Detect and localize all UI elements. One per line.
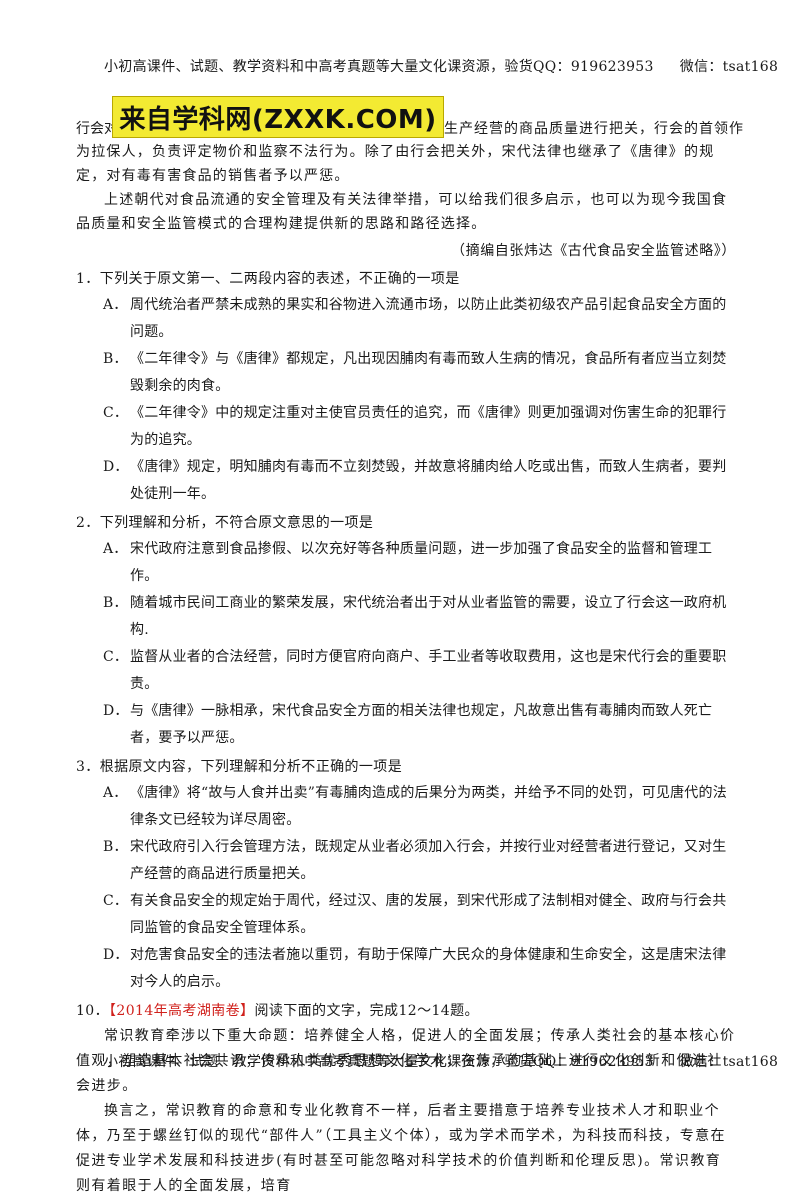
passage-fragment-right: 生产经营的商品质量进行把关，行会的首领作 [444, 121, 744, 137]
exam-source-tag: 【2014年高考湖南卷】 [109, 1003, 255, 1019]
option-b: B．随着城市民间工商业的繁荣发展，宋代统治者出于对从业者监管的需要，设立了行会这… [103, 595, 727, 638]
option-b: B．《二年律令》与《唐律》都规定，凡出现因脯肉有毒而致人生病的情况，食品所有者应… [103, 351, 727, 394]
option-d: D．对危害食品安全的违法者施以重罚，有助于保障广大民众的身体健康和生命安全，这是… [103, 947, 727, 990]
question-instruction: 阅读下面的文字，完成12～14题。 [254, 1003, 479, 1019]
question-3: 3．根据原文内容，下列理解和分析不正确的一项是 A．《唐律》将“故与人食并出卖”… [76, 754, 736, 996]
header-wechat: 微信：tsat168 [679, 59, 779, 75]
option-a: A．宋代政府注意到食品掺假、以次充好等各种质量问题，进一步加强了食品安全的监督和… [103, 541, 713, 584]
header-text: 小初高课件、试题、教学资料和中高考真题等大量文化课资源，验货QQ：9196239… [104, 59, 654, 75]
passage-paragraph: 常识教育牵涉以下重大命题：培养健全人格，促进人的全面发展；传承人类社会的基本核心… [76, 1028, 736, 1094]
option-c: C．《二年律令》中的规定注重对主使官员责任的追究，而《唐律》则更加强调对伤害生命… [103, 405, 727, 448]
option-d: D．与《唐律》一脉相承，宋代食品安全方面的相关法律也规定，凡故意出售有毒脯肉而致… [103, 703, 713, 746]
passage-fragment-left: 行会对 [76, 121, 118, 137]
option-c: C．监督从业者的合法经营，同时方便官府向商户、手工业者等收取费用，这也是宋代行会… [103, 649, 727, 692]
document-content: 为拉保人，负责评定物价和监察不法行为。除了由行会把关外，宋代法律也继承了《唐律》… [76, 140, 736, 1199]
question-stem: 1．下列关于原文第一、二两段内容的表述，不正确的一项是 [76, 271, 460, 287]
option-a: A．《唐律》将“故与人食并出卖”有毒脯肉造成的后果分为两类，并给予不同的处罚，可… [103, 785, 727, 828]
passage-paragraph: 为拉保人，负责评定物价和监察不法行为。除了由行会把关外，宋代法律也继承了《唐律》… [76, 144, 715, 184]
passage-paragraph: 上述朝代对食品流通的安全管理及有关法律举措，可以给我们很多启示，也可以为现今我国… [76, 192, 728, 232]
passage-source: （摘编自张炜达《古代食品安全监管述略》） [451, 243, 736, 259]
footer-wechat: 微信：tsat168 [679, 1054, 779, 1070]
question-stem: 3．根据原文内容，下列理解和分析不正确的一项是 [76, 759, 403, 775]
question-number: 10． [76, 1003, 110, 1019]
page-header: 小初高课件、试题、教学资料和中高考真题等大量文化课资源，验货QQ：9196239… [104, 56, 778, 76]
option-a: A．周代统治者严禁未成熟的果实和谷物进入流通市场，以防止此类初级农产品引起食品安… [103, 297, 727, 340]
question-2: 2．下列理解和分析，不符合原文意思的一项是 A．宋代政府注意到食品掺假、以次充好… [76, 510, 736, 752]
page-footer: 小初高课件、试题、教学资料和中高考真题等大量文化课资源，验货QQ：9196239… [104, 1051, 778, 1071]
option-c: C．有关食品安全的规定始于周代，经过汉、唐的发展，到宋代形成了法制相对健全、政府… [103, 893, 727, 936]
option-b: B．宋代政府引入行会管理方法，既规定从业者必须加入行会，并按行业对经营者进行登记… [103, 839, 727, 882]
option-d: D．《唐律》规定，明知脯肉有毒而不立刻焚毁，并故意将脯肉给人吃或出售，而致人生病… [103, 459, 727, 502]
question-stem: 2．下列理解和分析，不符合原文意思的一项是 [76, 515, 374, 531]
question-1: 1．下列关于原文第一、二两段内容的表述，不正确的一项是 A．周代统治者严禁未成熟… [76, 266, 736, 508]
passage-paragraph: 换言之，常识教育的命意和专业化教育不一样，后者主要措意于培养专业技术人才和职业个… [76, 1103, 726, 1194]
logo-row: 行会对 来自学科网(ZXXK.COM) 生产经营的商品质量进行把关，行会的首领作 [76, 96, 743, 140]
question-10-header: 10．【2014年高考湖南卷】阅读下面的文字，完成12～14题。 [76, 998, 736, 1024]
footer-text: 小初高课件、试题、教学资料和中高考真题等大量文化课资源，验货QQ：9196239… [104, 1054, 654, 1070]
watermark-logo: 来自学科网(ZXXK.COM) [112, 96, 444, 138]
